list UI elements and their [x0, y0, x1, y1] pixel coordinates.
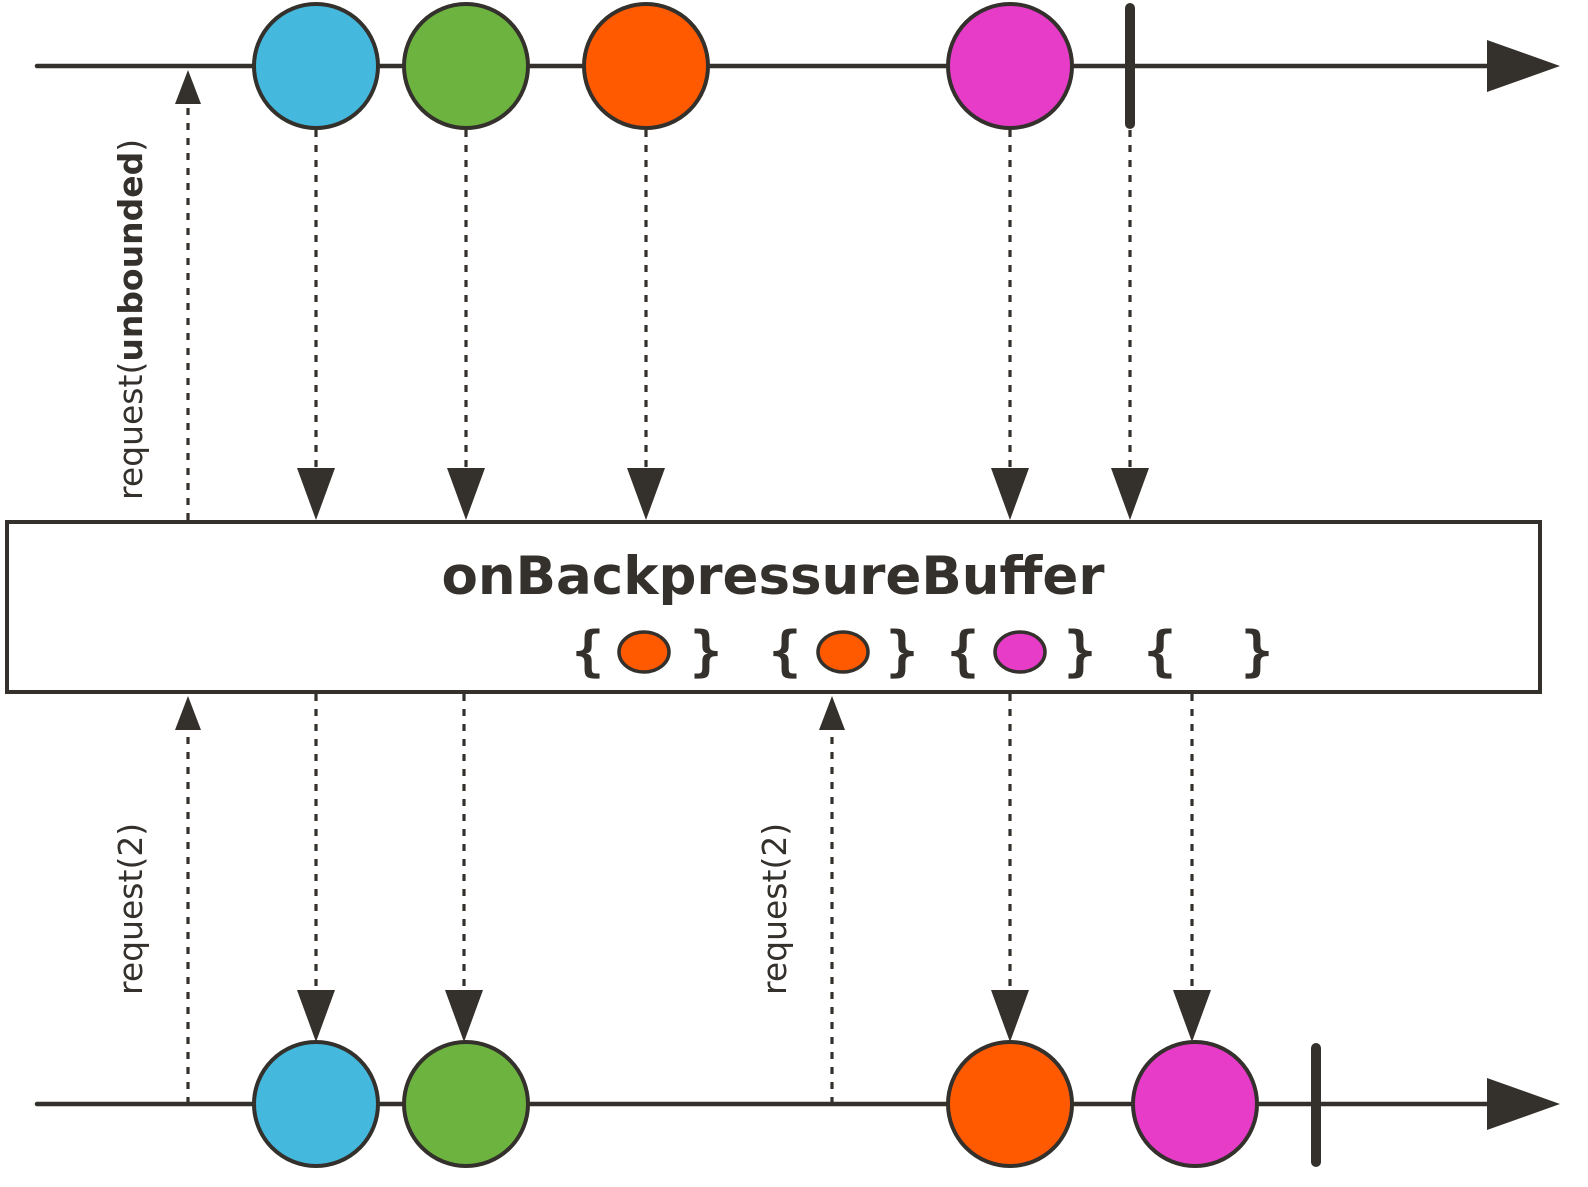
- upstream-marble-green: [402, 2, 530, 130]
- buffer-item-orange: [617, 630, 671, 674]
- operator-box: onBackpressureBuffer { } { } { } { }: [5, 520, 1542, 694]
- buffer-slot-2: { }: [769, 620, 919, 683]
- svg-text:}: }: [690, 620, 723, 683]
- upstream-marble-magenta: [946, 2, 1074, 130]
- svg-text:{: {: [769, 620, 802, 683]
- buffer-item-orange: [816, 630, 870, 674]
- buffer-slot-4-empty: { }: [1144, 620, 1274, 683]
- svg-text:}: }: [1241, 620, 1274, 683]
- downstream-request-arrow-1: [175, 696, 201, 1104]
- buffer-contents: { } { } { } { }: [572, 620, 1274, 683]
- upstream-timeline-arrowhead: [1487, 40, 1560, 92]
- upstream-marble-blue: [252, 2, 380, 130]
- svg-text:{: {: [1144, 620, 1177, 683]
- downstream-marble-blue: [252, 1040, 380, 1168]
- buffer-item-magenta: [993, 630, 1047, 674]
- upstream-request-label: request(unbounded): [111, 139, 150, 500]
- buffer-slot-1: { }: [572, 620, 723, 683]
- downstream-request-arrow-2: [819, 696, 845, 1104]
- upstream-marble-orange: [582, 2, 710, 130]
- downstream-timeline-arrowhead: [1487, 1078, 1560, 1130]
- upstream-request-arrow: [175, 70, 201, 520]
- upstream-to-operator-arrows: [297, 130, 1149, 520]
- upstream-timeline: [34, 2, 1560, 130]
- downstream-marble-green: [402, 1040, 530, 1168]
- buffer-slot-3: { }: [947, 620, 1097, 683]
- operator-to-downstream-arrows: [297, 694, 1211, 1042]
- svg-text:{: {: [947, 620, 980, 683]
- svg-text:}: }: [886, 620, 919, 683]
- downstream-request-label-2: request(2): [755, 823, 794, 995]
- operator-name: onBackpressureBuffer: [441, 546, 1104, 607]
- svg-text:{: {: [572, 620, 605, 683]
- downstream-marble-magenta: [1131, 1040, 1259, 1168]
- svg-text:}: }: [1064, 620, 1097, 683]
- downstream-marble-orange: [946, 1040, 1074, 1168]
- downstream-timeline: [34, 1040, 1560, 1168]
- downstream-request-label-1: request(2): [111, 823, 150, 995]
